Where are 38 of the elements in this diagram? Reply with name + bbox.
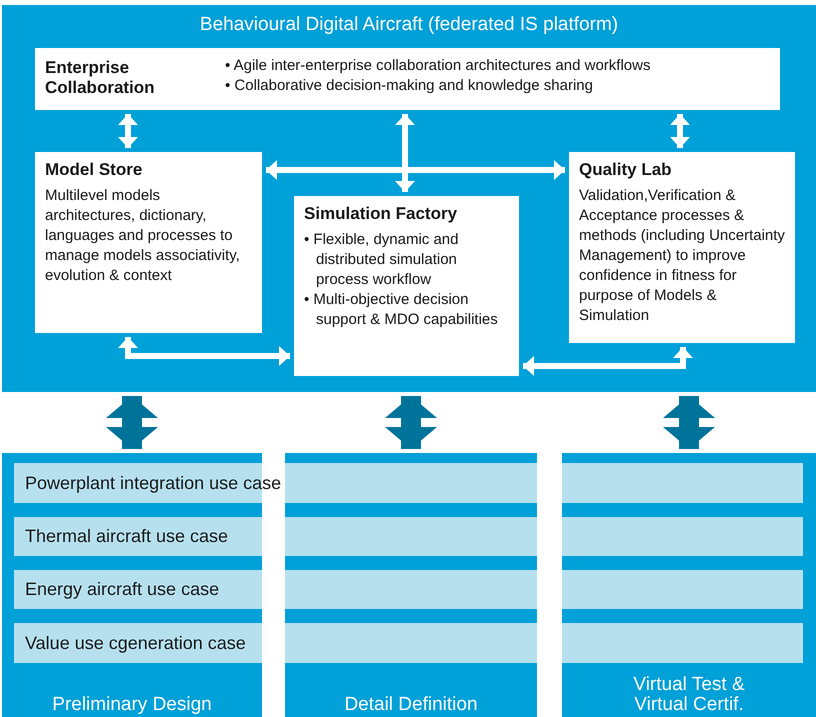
use-case-row	[14, 463, 803, 503]
platform-panel	[2, 5, 816, 392]
use-case-label: Value use cgeneration case	[25, 632, 246, 654]
use-case-row	[14, 623, 803, 663]
double-arrow	[385, 396, 437, 449]
double-arrow	[118, 114, 138, 148]
double-arrow	[663, 396, 715, 449]
module-box	[35, 152, 262, 333]
use-case-label: Powerplant integration use case	[25, 472, 282, 494]
bullet-item: • Multi-objective decision support & MDO capabilities	[304, 290, 499, 330]
use-case-row	[14, 517, 803, 556]
bullet-item: • Agile inter-enterprise collaboration architectures and workflows	[225, 56, 650, 76]
use-case-row	[14, 570, 803, 609]
double-arrow	[118, 337, 290, 366]
phase-column	[285, 453, 537, 717]
bullet-item: • Flexible, dynamic and distributed simulation process workflow	[304, 230, 460, 290]
box-heading: Simulation Factory	[304, 204, 458, 224]
bullet-item: • Collaborative decision-making and knowledge sharing	[225, 76, 594, 96]
module-box	[569, 152, 795, 343]
description-text: Validation,Verification & Acceptance processes & methods (including Uncertainty Management) to improve confidence in fitness for purpose of Models & Simulation	[579, 186, 785, 326]
box-heading: Enterprise Collaboration	[45, 58, 156, 96]
phase-label: Preliminary Design	[52, 695, 212, 715]
box-heading: Model Store	[45, 160, 144, 180]
description-text: Multilevel models architectures, dictionary, languages and processes to manage models associativity, evolution & context	[45, 186, 241, 286]
module-box	[35, 48, 780, 110]
double-arrow	[395, 114, 415, 192]
double-arrow	[670, 114, 690, 148]
phase-column	[562, 453, 816, 717]
double-arrow	[106, 396, 158, 449]
platform-title: Behavioural Digital Aircraft (federated IS platform)	[198, 14, 620, 36]
use-case-label: Energy aircraft use case	[25, 579, 220, 600]
use-case-label: Thermal aircraft use case	[25, 526, 228, 547]
double-arrow	[523, 347, 693, 376]
phase-label: Virtual Test & Virtual Certif.	[632, 675, 746, 715]
double-arrow	[266, 160, 565, 180]
phase-label: Detail Definition	[344, 695, 478, 715]
box-heading: Quality Lab	[579, 160, 673, 180]
module-box	[294, 196, 519, 376]
